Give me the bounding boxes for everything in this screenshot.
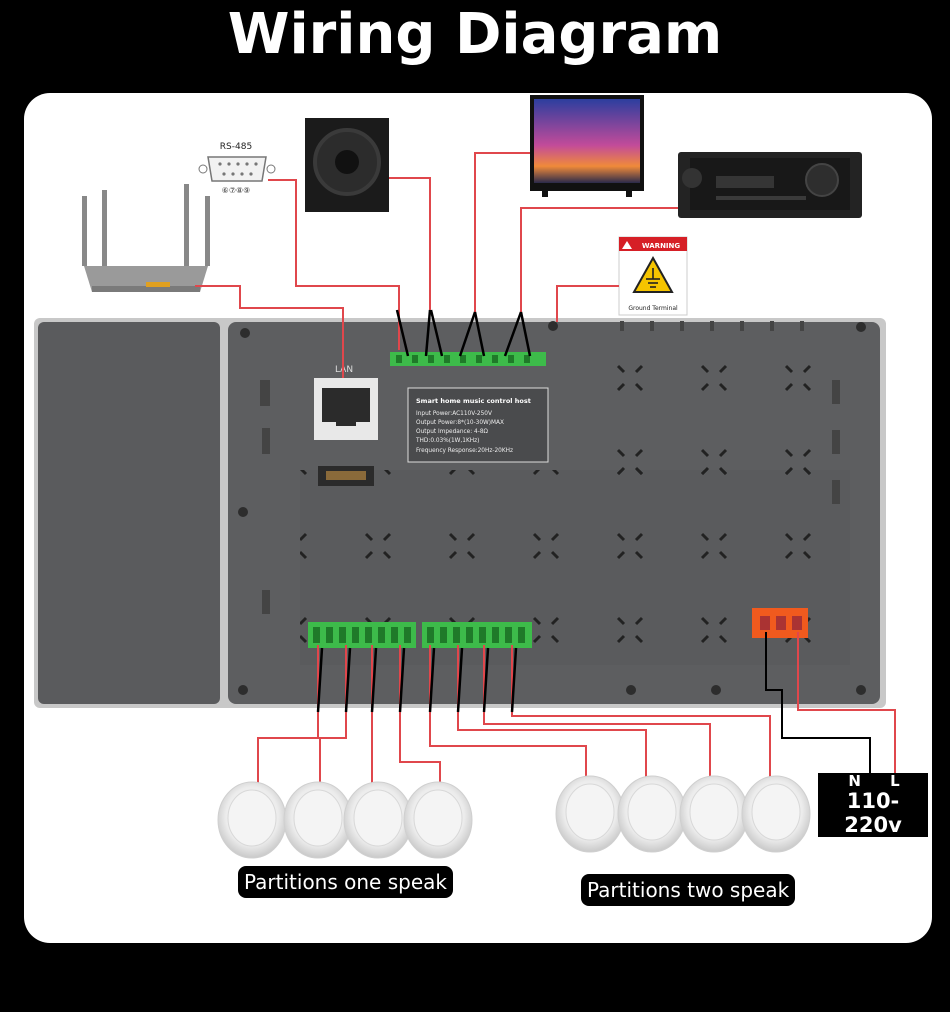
speaker — [617, 775, 687, 853]
power-wires — [765, 632, 896, 780]
power-voltage: 110-220v — [844, 789, 902, 837]
speaker-terminal-block — [308, 622, 532, 648]
speaker — [403, 781, 473, 859]
svg-text:Output Impedance: 4-8Ω: Output Impedance: 4-8Ω — [416, 429, 489, 435]
zone2-speakers — [555, 775, 811, 853]
power-input-label: N L 110-220v Input — [818, 772, 928, 859]
power-terminal — [752, 608, 808, 638]
subwoofer-device — [305, 118, 389, 212]
host-device: LAN Smart home music control host Input … — [34, 318, 886, 708]
spec-label: Smart home music control host Input Powe… — [407, 387, 549, 463]
input-terminal-block — [390, 352, 546, 366]
ground-warning-sign: WARNING Ground Terminal — [618, 236, 688, 316]
power-input-text: Input — [844, 837, 902, 859]
svg-text:Ground Terminal: Ground Terminal — [628, 305, 678, 312]
tv-device — [530, 95, 644, 197]
rs485-connector: RS-485 ⑥⑦⑧⑨ — [198, 142, 276, 195]
zone2-label: Partitions two speak — [581, 874, 796, 906]
speaker — [679, 775, 749, 853]
svg-text:RS-485: RS-485 — [220, 142, 252, 152]
zone1-speakers — [217, 781, 473, 859]
router-device — [82, 184, 210, 292]
input-wires — [195, 152, 678, 378]
av-receiver-device — [678, 152, 862, 218]
front-panel — [38, 322, 220, 704]
svg-text:THD:0.03%(1W,1KHz): THD:0.03%(1W,1KHz) — [415, 438, 479, 444]
input-black-wires — [395, 309, 532, 357]
svg-text:Frequency Response:20Hz-20KHz: Frequency Response:20Hz-20KHz — [416, 448, 513, 454]
svg-text:WARNING: WARNING — [642, 242, 681, 250]
svg-text:Smart home music control host: Smart home music control host — [416, 397, 531, 405]
svg-text:⑥⑦⑧⑨: ⑥⑦⑧⑨ — [222, 186, 251, 195]
speaker — [283, 781, 353, 859]
svg-text:Output Power:8*(10-30W)MAX: Output Power:8*(10-30W)MAX — [416, 420, 504, 426]
power-n-l: N L — [848, 772, 912, 790]
page-title: Wiring Diagram — [227, 2, 723, 67]
svg-text:Input Power:AC110V-250V: Input Power:AC110V-250V — [416, 411, 492, 417]
speaker — [343, 781, 413, 859]
zone1-label: Partitions one speak — [238, 866, 453, 898]
speaker — [217, 781, 287, 859]
speaker — [555, 775, 625, 853]
speaker — [741, 775, 811, 853]
